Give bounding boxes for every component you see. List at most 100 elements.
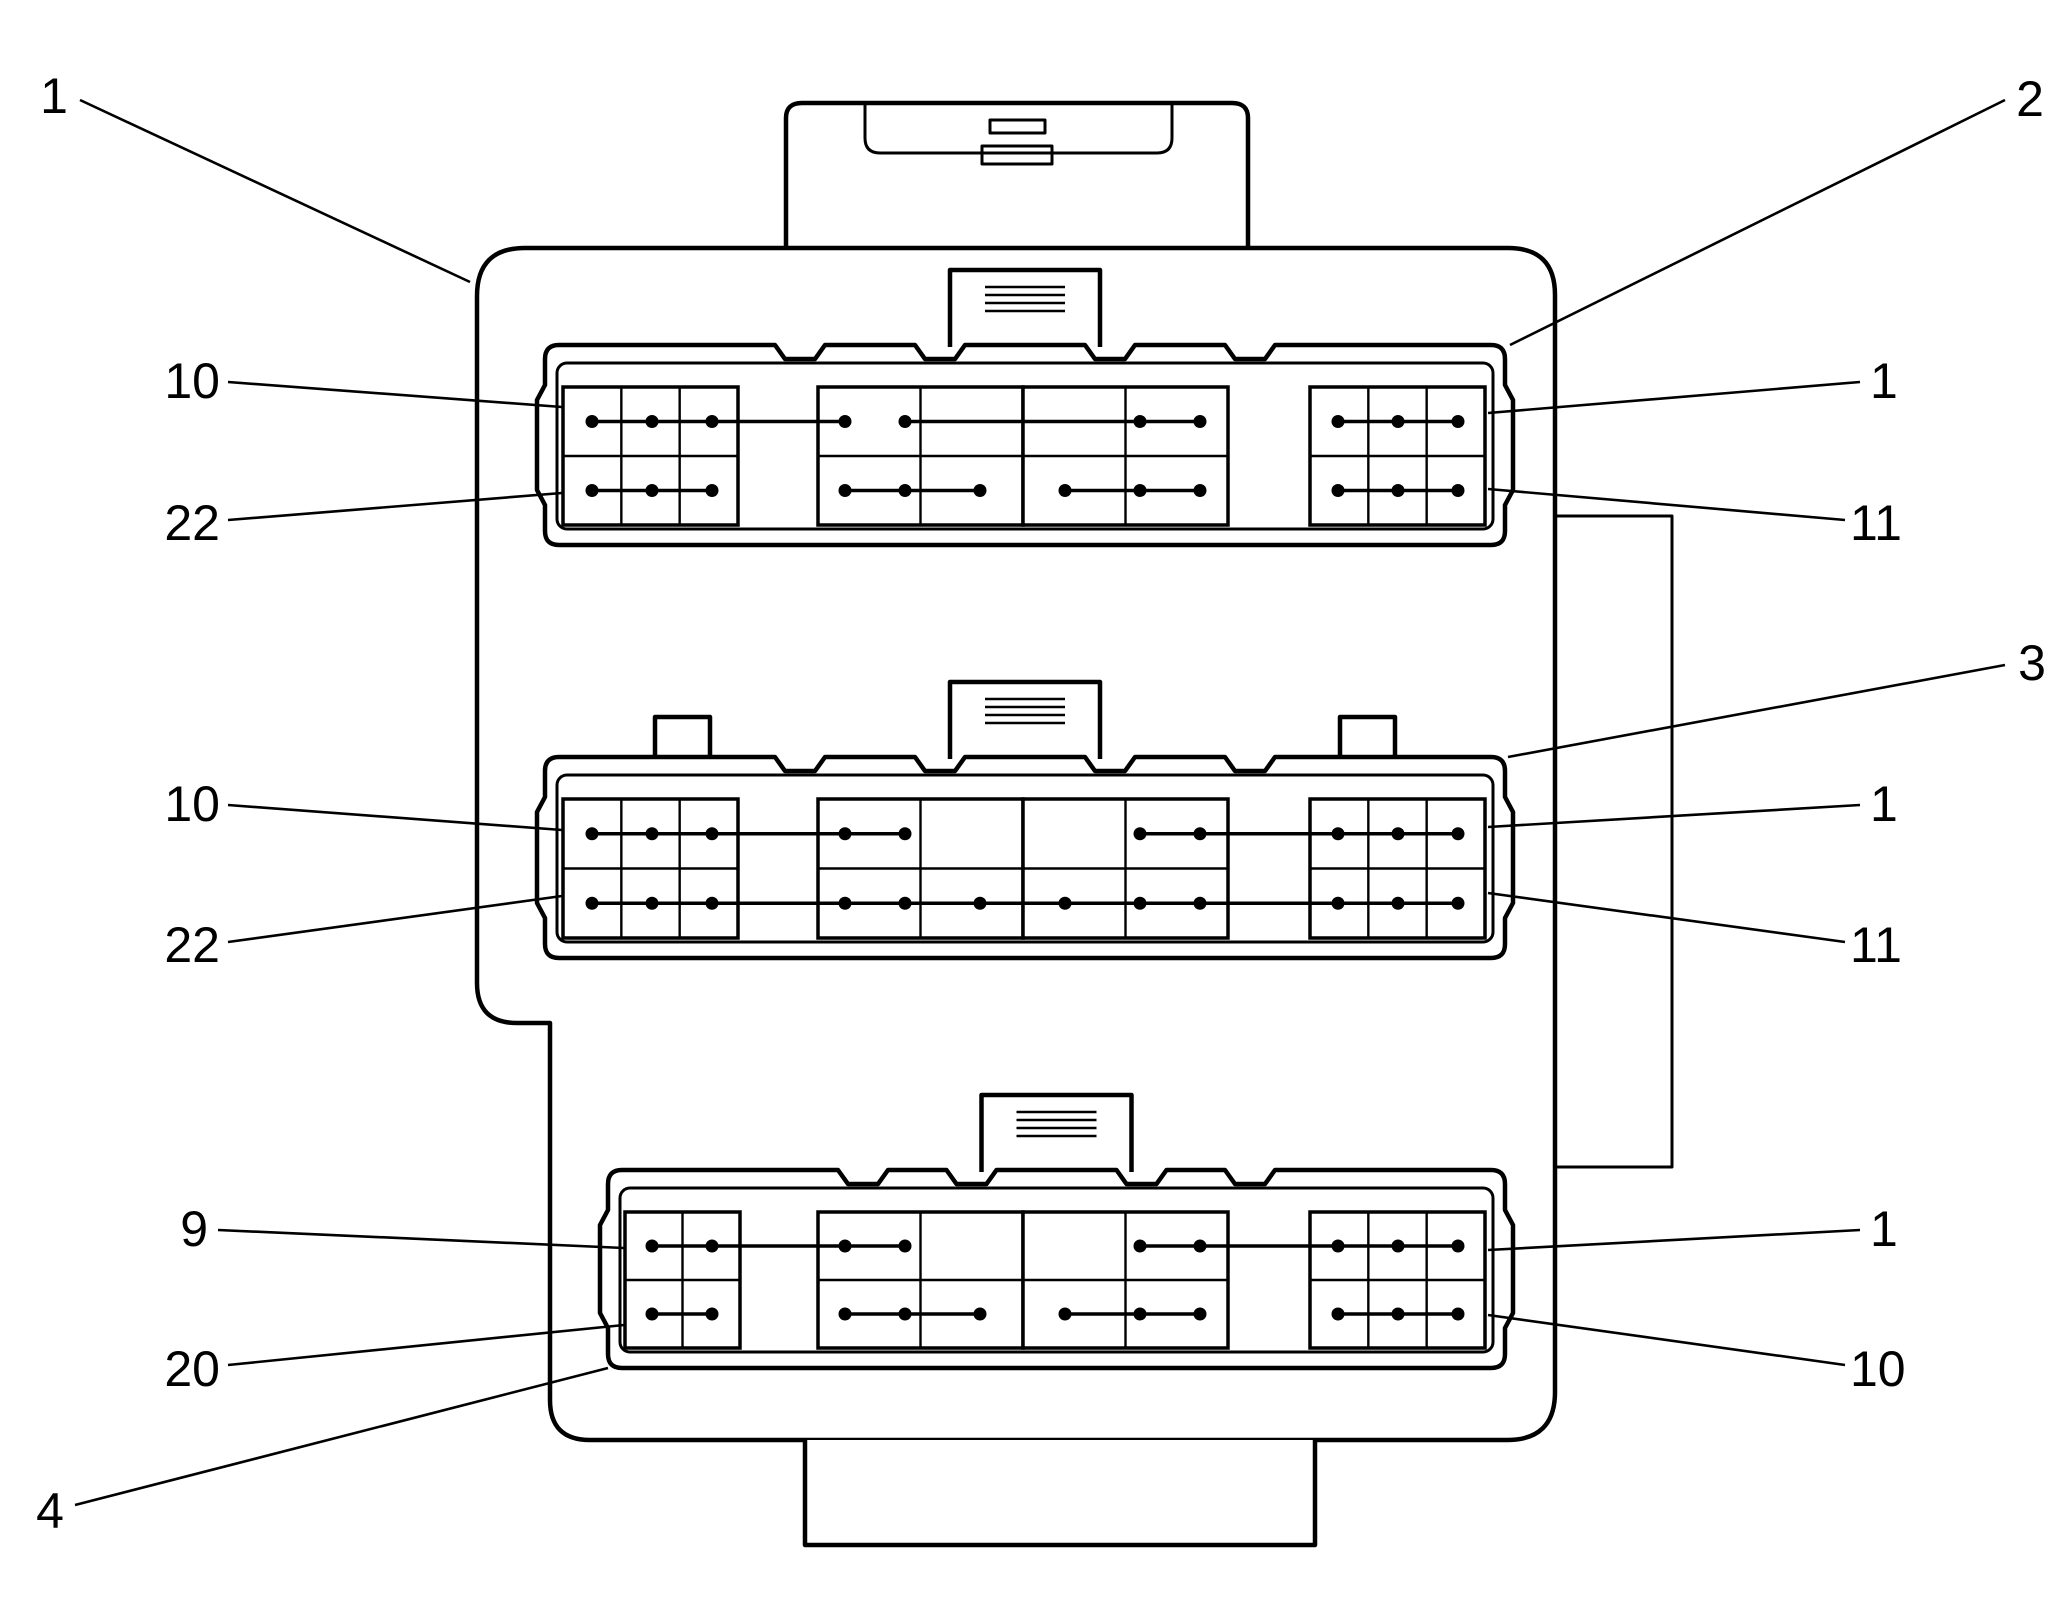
- connector-2-pin: [645, 827, 659, 841]
- leader-item-3: [1507, 663, 2006, 759]
- connector-1-pin: [1193, 415, 1207, 428]
- middle-pin-label-right-lower: 11: [1850, 917, 1902, 973]
- leader-item-1: [79, 98, 471, 284]
- connector-1-pin: [1193, 484, 1207, 497]
- top-pin-label-left-lower: 22: [164, 495, 220, 551]
- connector-1-pin: [1133, 484, 1147, 497]
- connector-1-pin: [838, 484, 852, 497]
- bottom-leader-right-lower: [1487, 1313, 1846, 1367]
- connector-3-pin: [898, 1307, 912, 1321]
- connector-3-pin: [1193, 1239, 1207, 1253]
- connector-3-pin: [973, 1307, 987, 1321]
- connector-1-pin: [1331, 415, 1345, 428]
- connector-3-pin: [1133, 1239, 1147, 1253]
- connector-1-key-tab: [947, 267, 1103, 347]
- connector-3-pin: [645, 1239, 659, 1253]
- side-bracket: [1557, 514, 1674, 1169]
- connector-2-ear-left: [652, 714, 713, 759]
- connector-2: [534, 679, 1516, 961]
- connector-3-pin: [1331, 1239, 1345, 1253]
- connector-3-pin: [898, 1239, 912, 1253]
- connector-2-pin: [838, 827, 852, 841]
- connector-1-pin: [705, 484, 719, 497]
- connector-2-pin: [1193, 896, 1207, 910]
- connector-1-pin: [1391, 415, 1405, 428]
- middle-leader-left-lower: [227, 894, 563, 944]
- bottom-leader-left-upper: [217, 1228, 625, 1250]
- connector-3-pin: [705, 1307, 719, 1321]
- connector-2-pin: [1391, 896, 1405, 910]
- connector-2-pin: [1193, 827, 1207, 841]
- connector-1-pin: [1058, 484, 1072, 497]
- bottom-leader-left-lower: [227, 1323, 625, 1367]
- connector-1-pin: [705, 415, 719, 428]
- connector-2-pin: [705, 827, 719, 841]
- middle-leader-right-upper: [1487, 803, 1861, 829]
- bottom-tab: [802, 1440, 1318, 1548]
- middle-leader-right-lower: [1487, 891, 1846, 944]
- top-tab: [783, 100, 1251, 248]
- connector-1-recess: [555, 361, 1495, 531]
- callout-item-3: 3: [2018, 635, 2046, 691]
- top-pin-label-left-upper: 10: [164, 353, 220, 409]
- leader-item-4: [74, 1366, 609, 1507]
- connector-3-pin: [1391, 1239, 1405, 1253]
- top-pin-label-right-lower: 11: [1850, 495, 1902, 551]
- connector-1-pin: [1451, 415, 1465, 428]
- callout-labels: 1 2 3 4 10 22 1 11 10 22 1 11 9 20 1 10: [36, 68, 2046, 1539]
- connector-3-pin: [1331, 1307, 1345, 1321]
- connector-3: [597, 1092, 1516, 1371]
- connector-2-pin: [973, 896, 987, 910]
- leader-item-2: [1509, 98, 2006, 347]
- connector-1-pin: [1331, 484, 1345, 497]
- top-pin-label-right-upper: 1: [1870, 353, 1898, 409]
- connector-1-pin: [585, 484, 599, 497]
- bottom-pin-label-left-lower: 20: [164, 1341, 220, 1397]
- connector-2-pin: [705, 896, 719, 910]
- latch-upper: [988, 118, 1047, 135]
- middle-pin-label-left-lower: 22: [164, 917, 220, 973]
- middle-pin-label-right-upper: 1: [1870, 776, 1898, 832]
- connector-3-key-tab: [979, 1092, 1134, 1172]
- connector-1-pin: [1451, 484, 1465, 497]
- connector-1-pin: [645, 415, 659, 428]
- connector-1-pin: [838, 415, 852, 428]
- connector-1-pin: [973, 484, 987, 497]
- connector-2-pin: [1058, 896, 1072, 910]
- connector-3-pin: [838, 1239, 852, 1253]
- connector-3-pin: [1133, 1307, 1147, 1321]
- connector-1-pin: [645, 484, 659, 497]
- connector-2-pin: [1331, 896, 1345, 910]
- top-leader-left-lower: [227, 491, 563, 522]
- connector-2-pin: [1391, 827, 1405, 841]
- connector-3-pin: [1451, 1307, 1465, 1321]
- connector-3-pin: [1451, 1239, 1465, 1253]
- connector-3-pin: [645, 1307, 659, 1321]
- connector-1-pin: [585, 415, 599, 428]
- connector-1-pin: [1391, 484, 1405, 497]
- connector-1-pin: [1133, 415, 1147, 428]
- connector-2-recess: [555, 773, 1495, 944]
- connector-1-pin: [898, 415, 912, 428]
- connector-2-pin: [1451, 827, 1465, 841]
- connector-3-pin: [705, 1239, 719, 1253]
- top-tab-notch: [863, 105, 1174, 155]
- callout-item-2: 2: [2016, 71, 2044, 127]
- bottom-pin-label-right-lower: 10: [1850, 1341, 1906, 1397]
- connector-3-recess: [618, 1186, 1495, 1354]
- connector-2-pin: [585, 896, 599, 910]
- top-leader-right-upper: [1487, 380, 1861, 415]
- connector-2-pin: [1331, 827, 1345, 841]
- connector-1-pin: [898, 484, 912, 497]
- connector-3-pin: [1058, 1307, 1072, 1321]
- latch-lower: [980, 144, 1054, 166]
- connector-2-pin: [838, 896, 852, 910]
- top-leader-right-lower: [1487, 487, 1846, 522]
- connector-2-pin: [1451, 896, 1465, 910]
- connector-2-pin: [898, 896, 912, 910]
- callout-item-4: 4: [36, 1483, 64, 1539]
- connector-2-ear-right: [1337, 714, 1398, 759]
- top-leader-left-upper: [227, 380, 563, 409]
- connector-2-pin: [1133, 896, 1147, 910]
